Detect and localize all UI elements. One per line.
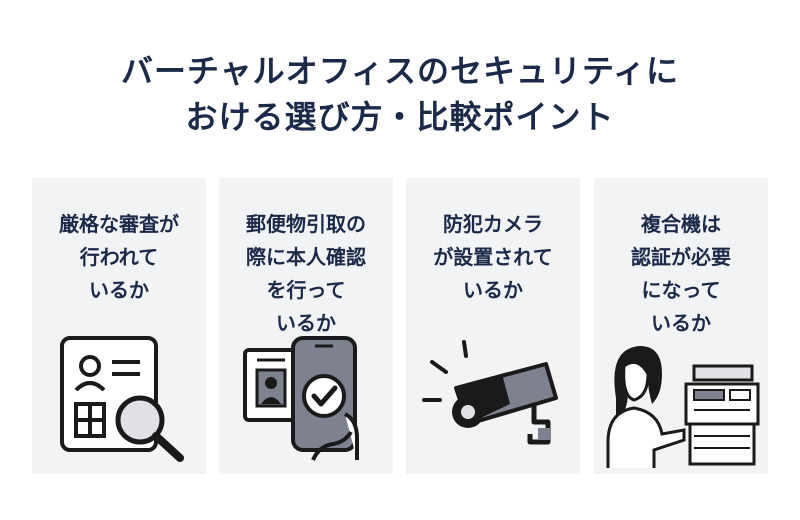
card-copier-auth-text: 複合機は 認証が必要 になって いるか — [594, 208, 768, 340]
card-security-camera-text: 防犯カメラ が設置されて いるか — [406, 208, 580, 307]
page-title: バーチャルオフィスのセキュリティに おける選び方・比較ポイント — [0, 48, 800, 140]
id-document-search-icon — [60, 336, 184, 462]
card-screening-line-3: いるか — [89, 278, 149, 302]
card-screening: 厳格な審査が 行われて いるか — [32, 178, 206, 474]
card-copier-auth: 複合機は 認証が必要 になって いるか — [594, 178, 768, 474]
card-security-camera-line-2: が設置されて — [433, 245, 553, 269]
card-copier-auth-line-2: 認証が必要 — [631, 245, 731, 269]
card-mail-id-check-line-1: 郵便物引取の — [246, 212, 366, 236]
comparison-cards: 厳格な審査が 行われて いるか 郵便物引取の 際に本人確認 を行って いるか — [32, 178, 768, 474]
card-mail-id-check-line-4: いるか — [276, 311, 336, 335]
person-using-copier-icon — [606, 346, 760, 468]
card-screening-line-2: 行われて — [79, 245, 159, 269]
security-camera-icon — [422, 340, 558, 445]
card-screening-text: 厳格な審査が 行われて いるか — [32, 208, 206, 307]
phone-identity-check-icon — [243, 336, 359, 461]
card-mail-id-check-text: 郵便物引取の 際に本人確認 を行って いるか — [219, 208, 393, 340]
card-mail-id-check: 郵便物引取の 際に本人確認 を行って いるか — [219, 178, 393, 474]
card-copier-auth-line-1: 複合機は — [641, 212, 721, 236]
card-mail-id-check-line-3: を行って — [266, 278, 346, 302]
card-security-camera-line-3: いるか — [463, 278, 523, 302]
card-security-camera-line-1: 防犯カメラ — [443, 212, 543, 236]
page-title-line-1: バーチャルオフィスのセキュリティに — [120, 52, 680, 90]
card-screening-line-1: 厳格な審査が — [59, 212, 179, 236]
page-title-line-2: おける選び方・比較ポイント — [185, 98, 615, 136]
card-mail-id-check-line-2: 際に本人確認 — [246, 245, 366, 269]
card-copier-auth-line-4: いるか — [651, 311, 711, 335]
card-copier-auth-line-3: になって — [641, 278, 721, 302]
card-security-camera: 防犯カメラ が設置されて いるか — [406, 178, 580, 474]
